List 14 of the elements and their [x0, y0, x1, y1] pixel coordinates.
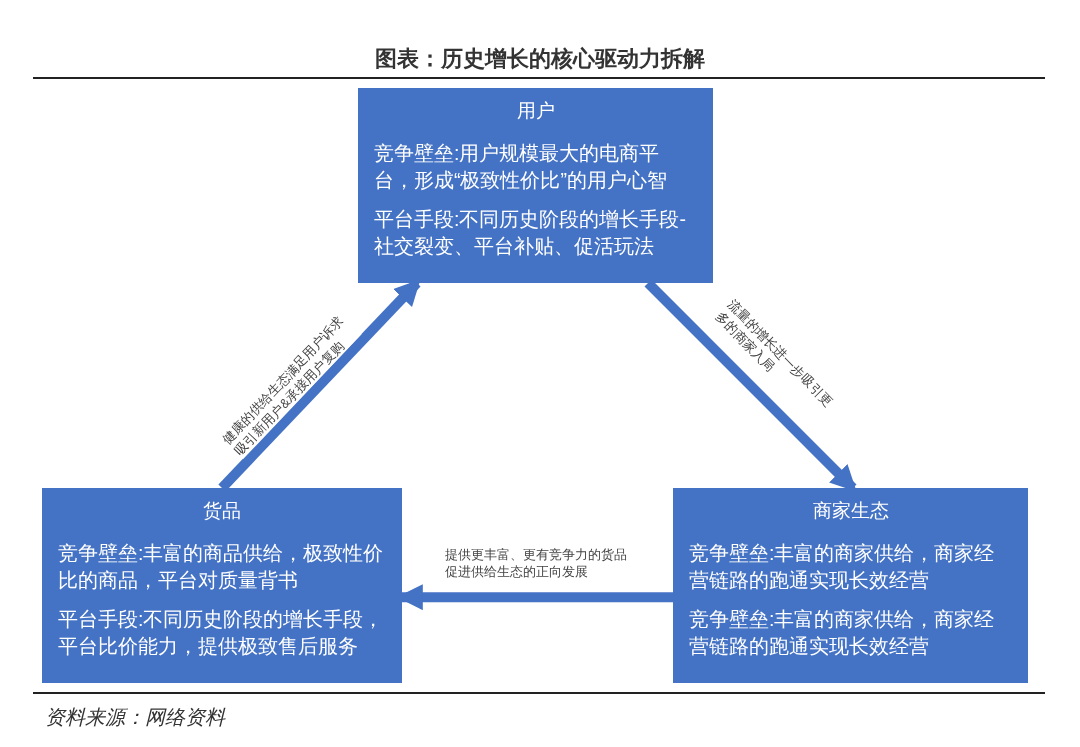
box-heading: 货品 [202, 499, 242, 523]
box-text: 竞争壁垒:用户规模最大的电商平台，形成“极致性价比”的用户心智 [374, 141, 668, 193]
box-text: 竞争壁垒:丰富的商品供给，极致性价比的商品，平台对质量背书 [58, 541, 385, 593]
box-text: 平台手段:不同历史阶段的增长手段，平台比价能力，提供极致售后服务 [58, 607, 385, 659]
source-note: 资料来源：网络资料 [45, 705, 225, 730]
box-text: 竞争壁垒:丰富的商家供给，商家经营链路的跑通实现长效经营 [689, 541, 996, 593]
chart-title: 图表：历史增长的核心驱动力拆解 [374, 45, 706, 73]
box-text: 平台手段:不同历史阶段的增长手段-社交裂变、平台补贴、促活玩法 [374, 207, 687, 259]
box-heading: 用户 [515, 99, 556, 123]
process-box [358, 88, 713, 283]
process-box [42, 488, 402, 683]
box-text: 竞争壁垒:丰富的商家供给，商家经营链路的跑通实现长效经营 [689, 607, 996, 659]
box-heading: 商家生态 [811, 499, 890, 523]
process-box [673, 488, 1028, 683]
